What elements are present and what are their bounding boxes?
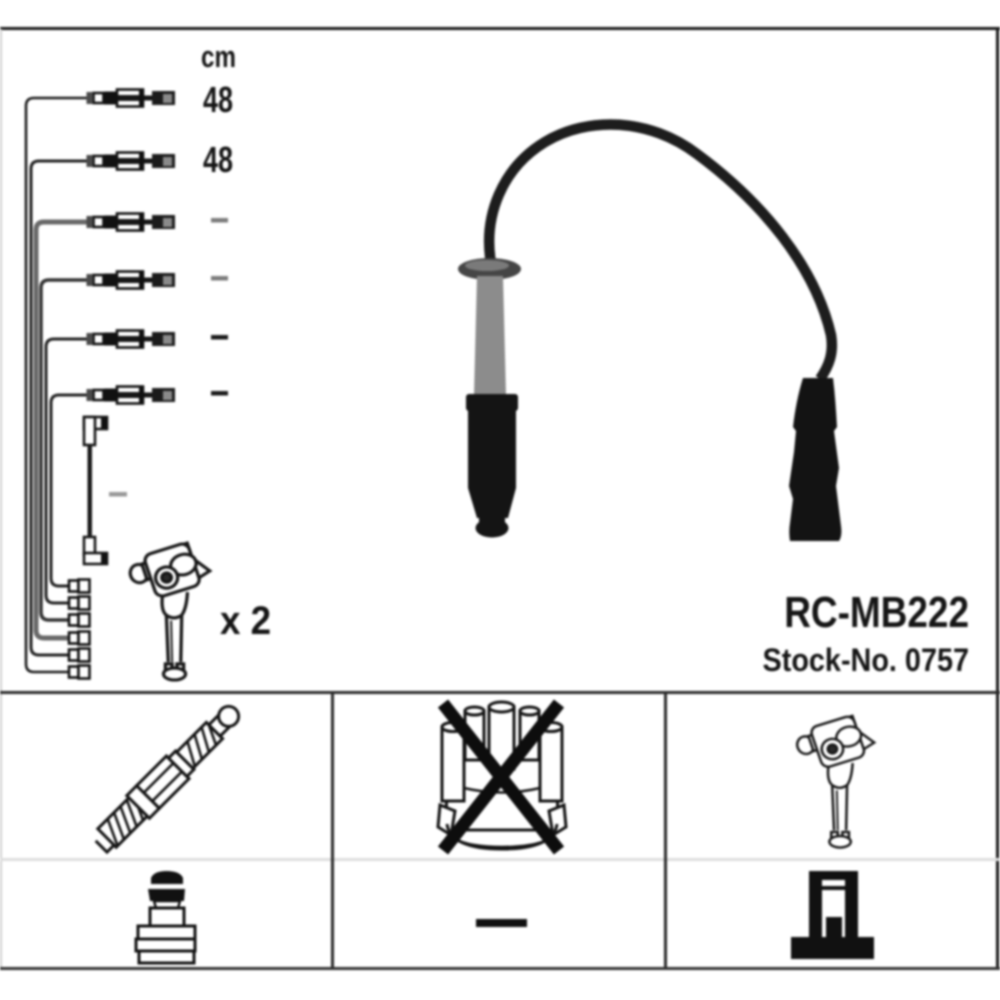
svg-text:48: 48 bbox=[203, 139, 233, 180]
svg-text:cm: cm bbox=[201, 39, 236, 74]
svg-text:48: 48 bbox=[203, 79, 233, 120]
svg-text:Stock-No. 0757: Stock-No. 0757 bbox=[763, 643, 969, 679]
svg-text:x 2: x 2 bbox=[220, 599, 271, 644]
svg-text:RC-MB222: RC-MB222 bbox=[784, 587, 969, 637]
